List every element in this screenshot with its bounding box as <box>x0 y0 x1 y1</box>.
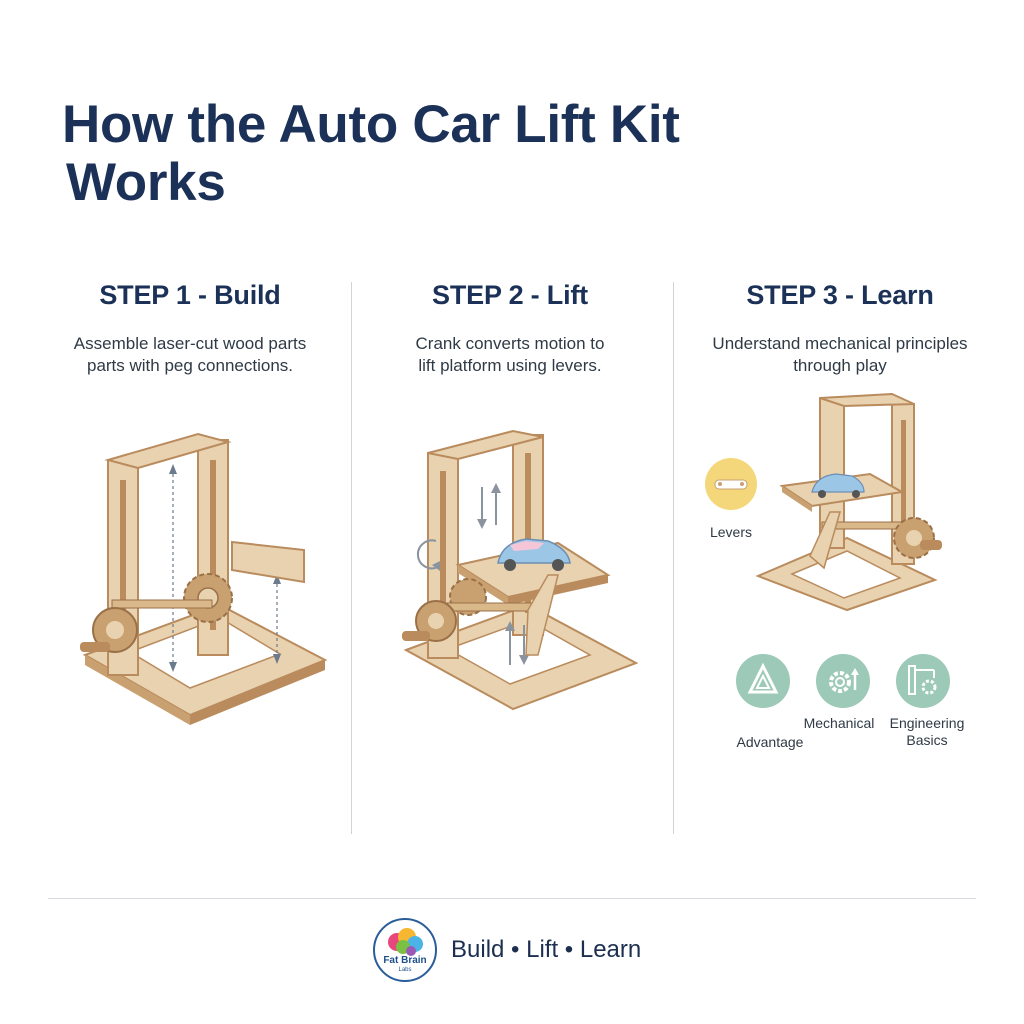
step-2-column: STEP 2 - Lift Crank converts motion to l… <box>365 280 655 377</box>
engineering-icon <box>896 654 950 708</box>
step-3-column: STEP 3 - Learn Understand mechanical pri… <box>690 280 990 377</box>
logo-subtext: Labs <box>398 967 412 973</box>
triangle-ruler-icon <box>747 662 779 694</box>
advantage-label: Advantage <box>736 734 804 750</box>
levers-icon <box>705 458 757 510</box>
mechanical-label: Mechanical <box>803 715 875 731</box>
page-title: How the Auto Car Lift Kit Works <box>62 96 762 212</box>
tagline: Build • Lift • Learn <box>451 936 642 963</box>
logo-text: Fat Brain <box>383 955 427 966</box>
footer-divider <box>48 898 976 899</box>
column-divider <box>351 282 352 834</box>
step-1-description: Assemble laser-cut wood parts parts with… <box>73 334 307 375</box>
step-1-heading: STEP 1 - Build <box>99 280 281 310</box>
step-2-heading: STEP 2 - Lift <box>432 280 588 310</box>
gear-icon <box>829 668 859 693</box>
brain-icon <box>388 928 423 956</box>
brand-logo: Fat Brain Labs <box>373 918 437 982</box>
column-divider <box>673 282 674 834</box>
engineering-label: Engineering Basics <box>889 715 965 748</box>
step-2-description: Crank converts motion to lift platform u… <box>415 334 605 375</box>
levers-label: Levers <box>709 524 753 540</box>
title-line-1: How the Auto Car Lift Kit <box>62 95 680 154</box>
step-3-description: Understand mechanical principles through… <box>712 334 968 375</box>
build-kit-illustration <box>80 432 328 725</box>
footer: Fat Brain Labs Build • Lift • Learn <box>373 918 641 982</box>
lift-kit-illustration <box>402 429 639 711</box>
mechanical-icon <box>816 654 870 708</box>
advantage-icon <box>736 654 790 708</box>
learn-kit-illustration <box>755 392 942 612</box>
blueprint-gear-icon <box>908 665 937 695</box>
step-3-heading: STEP 3 - Learn <box>746 280 934 310</box>
step-1-column: STEP 1 - Build Assemble laser-cut wood p… <box>40 280 340 377</box>
lever-bar-icon <box>714 479 748 490</box>
title-line-2: Works <box>66 153 226 212</box>
